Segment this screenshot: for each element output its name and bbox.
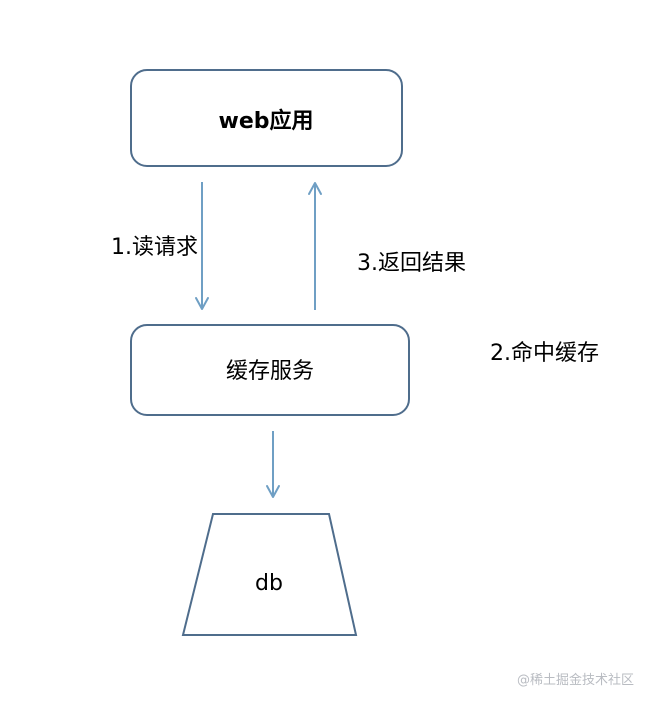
web-app-box xyxy=(130,69,403,167)
cache-to-db-arrow-head xyxy=(266,485,280,498)
cache-service-label: 缓存服务 xyxy=(226,359,314,384)
read-request-arrow-head xyxy=(195,297,209,310)
read-request-label: 1.读请求 xyxy=(111,235,198,260)
cache-service-node: 缓存服务 xyxy=(130,324,410,416)
return-result-arrow xyxy=(308,182,322,310)
watermark-text: @稀土掘金技术社区 xyxy=(517,672,634,688)
database-node: db xyxy=(181,513,358,636)
return-result-label: 3.返回结果 xyxy=(357,251,466,276)
web-app-label: web应用 xyxy=(219,108,314,134)
database-shape xyxy=(181,513,358,636)
cache-service-box xyxy=(130,324,410,416)
web-app-node: web应用 xyxy=(130,69,403,167)
cache-hit-label: 2.命中缓存 xyxy=(490,341,599,366)
return-result-arrow-head xyxy=(308,182,322,195)
database-label: db xyxy=(255,571,283,596)
read-request-arrow xyxy=(195,182,209,310)
cache-to-db-arrow xyxy=(266,431,280,498)
